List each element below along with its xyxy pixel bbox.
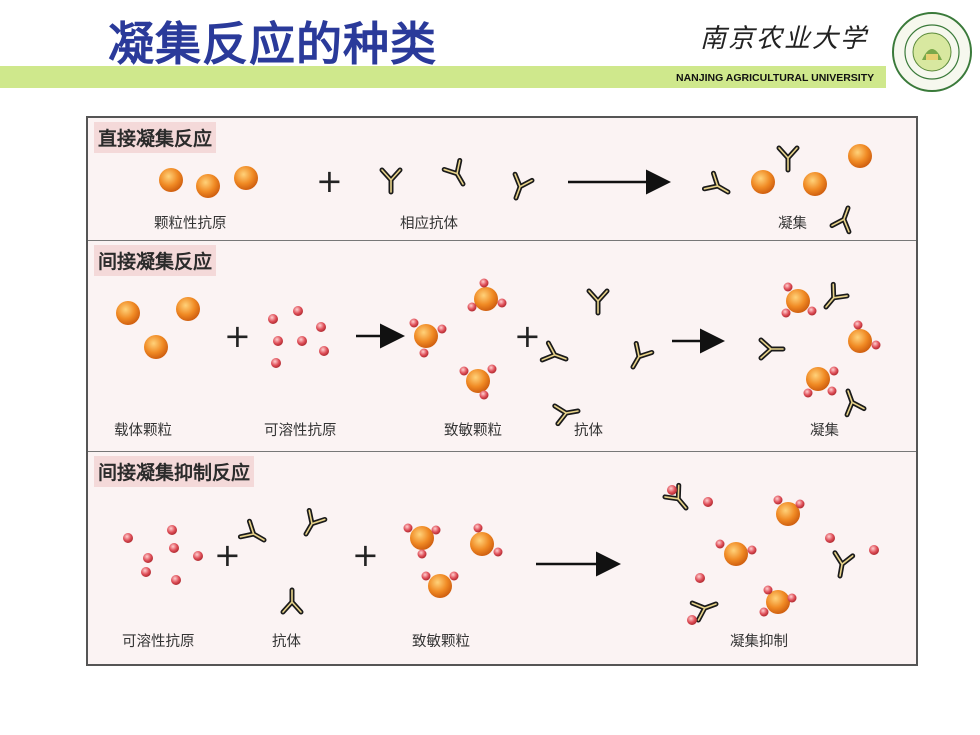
panel-direct: 直接凝集反应 + xyxy=(88,118,916,241)
indirect-agglutination-illustration: + + xyxy=(116,278,881,452)
svg-text:+: + xyxy=(214,536,241,574)
panel-indirect-inhibition: 间接凝集抑制反应 + + xyxy=(88,452,916,664)
label-antibody: 抗体 xyxy=(574,423,603,439)
panel-title: 间接凝集反应 xyxy=(94,245,217,276)
svg-text:+: + xyxy=(224,317,251,355)
label-agglutination: 凝集 xyxy=(810,423,839,439)
university-seal-icon xyxy=(892,12,972,92)
slide-title: 凝集反应的种类 xyxy=(108,17,437,71)
label-agglutination-inhibition: 凝集抑制 xyxy=(730,634,788,650)
svg-text:+: + xyxy=(514,317,541,355)
university-name-cn: 南京农业大学 xyxy=(700,24,869,54)
label-soluble-antigen: 可溶性抗原 xyxy=(122,634,195,650)
label-antibody: 相应抗体 xyxy=(400,216,458,232)
agglutination-figure: 直接凝集反应 + xyxy=(86,116,918,666)
label-carrier-particle: 载体颗粒 xyxy=(114,423,172,439)
label-antibody: 抗体 xyxy=(272,634,301,650)
label-sensitized-particle: 致敏颗粒 xyxy=(412,634,470,650)
direct-agglutination-illustration: + xyxy=(159,144,872,241)
label-agglutination: 凝集 xyxy=(778,216,807,232)
label-soluble-antigen: 可溶性抗原 xyxy=(264,423,337,439)
panel-title: 直接凝集反应 xyxy=(94,122,217,153)
label-sensitized-particle: 致敏颗粒 xyxy=(444,423,502,439)
label-particulate-antigen: 颗粒性抗原 xyxy=(154,216,227,232)
header-band xyxy=(0,66,886,88)
panel-title: 间接凝集抑制反应 xyxy=(94,456,255,487)
svg-text:+: + xyxy=(316,162,343,200)
panel-indirect: 间接凝集反应 + + xyxy=(88,241,916,452)
svg-text:+: + xyxy=(352,536,379,574)
indirect-agglutination-inhibition-illustration: + + xyxy=(123,452,879,625)
university-name-en: NANJING AGRICULTURAL UNIVERSITY xyxy=(676,72,875,84)
